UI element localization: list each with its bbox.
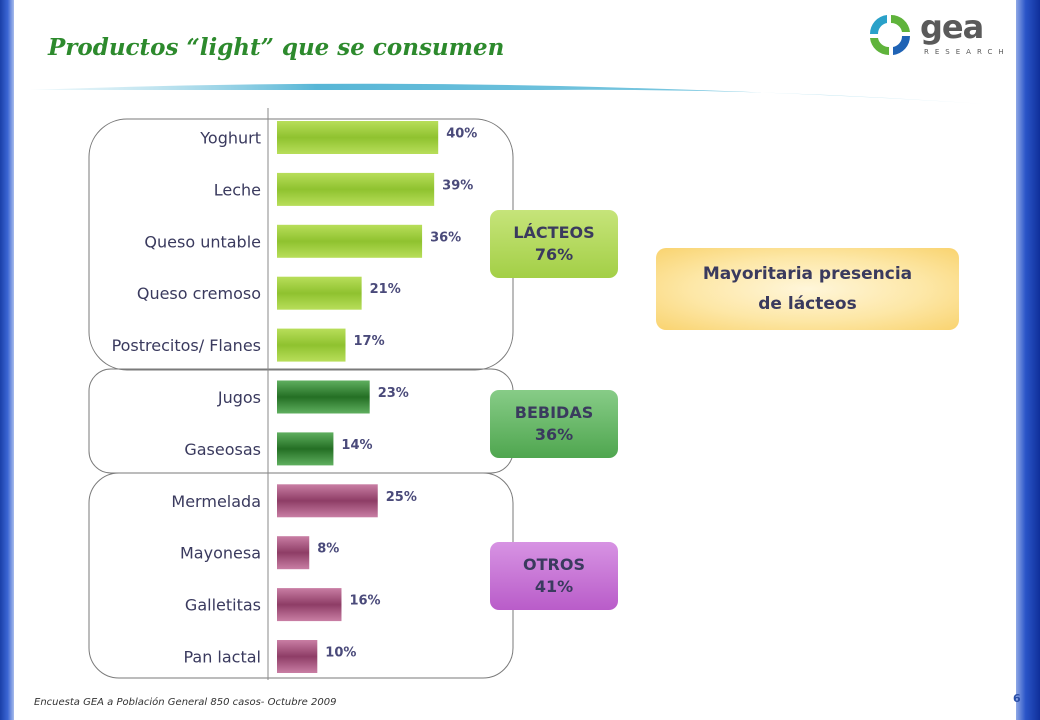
category-label-queso-cremoso: Queso cremoso [137,284,261,303]
group-badge-bebidas: BEBIDAS 36% [490,390,618,458]
gea-logo-swirl-icon [869,14,911,56]
title-part-1: Productos “ [48,34,200,61]
group-badge-otros-label: OTROS [523,555,585,574]
category-label-mayonesa: Mayonesa [180,544,261,563]
category-label-galletitas: Galletitas [185,596,261,615]
value-label-queso-untable: 36% [430,230,461,245]
summary-callout: Mayoritaria presencia de lácteos [656,248,959,330]
summary-callout-line-1: Mayoritaria presencia [702,264,913,284]
title-part-3: ” que se consumen [260,34,505,61]
page-title: Productos “light” que se consumen [48,34,504,61]
title-part-2: light [199,34,261,61]
bar-mermelada [277,484,378,518]
group-badge-bebidas-total: 36% [534,425,574,444]
left-decor-stripe [0,0,14,720]
bars-layer: Yoghurt 40% Leche 39% Queso untable 36% Queso … [112,121,477,673]
value-label-mayonesa: 8% [317,542,339,557]
category-label-leche: Leche [214,180,261,199]
value-label-queso-cremoso: 21% [370,282,401,297]
value-label-jugos: 23% [378,386,409,401]
value-label-pan-lactal: 10% [325,646,356,661]
right-decor-stripe [1016,0,1040,720]
bar-gaseosas [277,432,334,466]
category-label-queso-untable: Queso untable [144,232,261,251]
value-label-yoghurt: 40% [446,127,477,142]
bar-queso-cremoso [277,276,362,310]
category-label-yoghurt: Yoghurt [199,129,261,148]
value-label-leche: 39% [442,178,473,193]
bar-galletitas [277,588,342,622]
bar-pan-lactal [277,640,318,673]
title-underline-swoosh [30,83,985,104]
category-label-jugos: Jugos [217,388,261,407]
category-label-gaseosas: Gaseosas [184,440,261,459]
group-badge-otros: OTROS 41% [490,542,618,610]
bar-leche [277,172,435,206]
group-badge-bebidas-label: BEBIDAS [514,403,594,422]
group-badge-otros-total: 41% [534,577,574,596]
value-label-galletitas: 16% [349,594,380,609]
value-label-postrecitos-flanes: 17% [354,334,385,349]
page-number: 6 [1013,692,1021,705]
value-label-gaseosas: 14% [341,438,372,453]
logo-wordmark: gea [920,8,984,46]
logo-subtitle: RESEARCH [924,48,1010,56]
gea-research-logo: gea RESEARCH [866,8,1006,58]
group-badge-lacteos: LÁCTEOS 76% [490,210,618,278]
group-badge-lacteos-total: 76% [534,245,574,264]
summary-callout-line-2: de lácteos [758,294,857,314]
source-note: Encuesta GEA a Población General 850 cas… [34,697,337,708]
bar-mayonesa [277,536,310,570]
category-label-mermelada: Mermelada [171,492,261,511]
category-label-pan-lactal: Pan lactal [183,648,261,667]
category-label-postrecitos-flanes: Postrecitos/ Flanes [112,336,261,355]
bar-yoghurt [277,121,439,154]
group-badge-lacteos-label: LÁCTEOS [513,223,595,242]
bar-jugos [277,380,370,414]
bar-postrecitos-flanes [277,328,346,362]
value-label-mermelada: 25% [386,490,417,505]
bar-queso-untable [277,224,423,258]
